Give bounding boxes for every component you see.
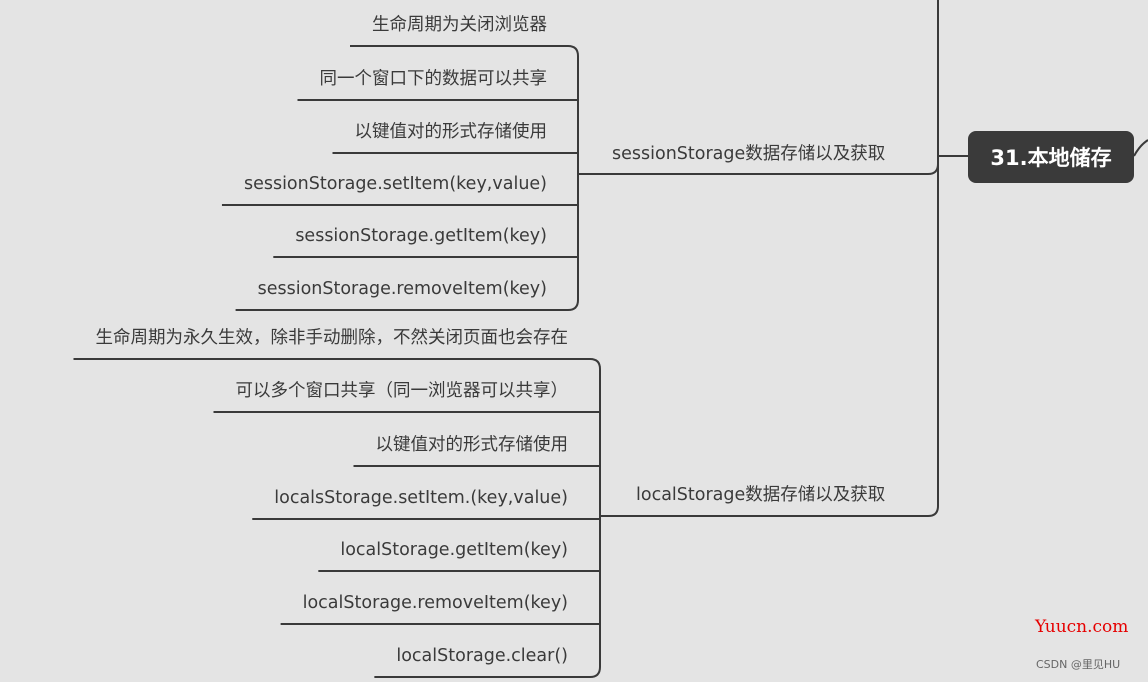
author-watermark: CSDN @里见HU: [1036, 658, 1121, 671]
local-leaf-label[interactable]: 可以多个窗口共享（同一浏览器可以共享）: [235, 381, 569, 401]
session-leaf-connector: [235, 299, 579, 311]
local-leaf-label[interactable]: 生命周期为永久生效，除非手动删除，不然关闭页面也会存在: [95, 328, 569, 348]
local-leaf-connector: [374, 666, 601, 678]
session-leaf-label[interactable]: sessionStorage.removeItem(key): [257, 279, 547, 299]
session-leaf-label[interactable]: sessionStorage.setItem(key,value): [243, 174, 547, 194]
local-leaf-connector: [73, 358, 601, 370]
session-leaf-label[interactable]: 以键值对的形式存储使用: [354, 122, 548, 142]
local-storage-branch[interactable]: localStorage数据存储以及获取: [636, 485, 886, 505]
session-branch-line: [578, 163, 939, 175]
session-leaf-label[interactable]: sessionStorage.getItem(key): [295, 226, 547, 246]
site-watermark: Yuucn.com: [1035, 617, 1129, 637]
session-leaf-label[interactable]: 生命周期为关闭浏览器: [372, 15, 547, 35]
local-branch-line: [600, 505, 939, 517]
local-leaf-label[interactable]: localStorage.clear(): [396, 646, 568, 666]
session-leaf-label[interactable]: 同一个窗口下的数据可以共享: [319, 69, 548, 89]
local-leaf-label[interactable]: 以键值对的形式存储使用: [375, 435, 569, 455]
local-leaf-label[interactable]: localStorage.removeItem(key): [302, 593, 568, 613]
local-leaf-label[interactable]: localsStorage.setItem.(key,value): [274, 488, 568, 508]
root-node[interactable]: 31.本地储存: [968, 131, 1134, 183]
session-storage-branch[interactable]: sessionStorage数据存储以及获取: [612, 144, 886, 164]
session-leaf-connector: [350, 45, 579, 57]
root-node-label: 31.本地储存: [990, 146, 1112, 170]
local-leaf-label[interactable]: localStorage.getItem(key): [340, 540, 568, 560]
root-outgoing-line: [1133, 139, 1148, 157]
